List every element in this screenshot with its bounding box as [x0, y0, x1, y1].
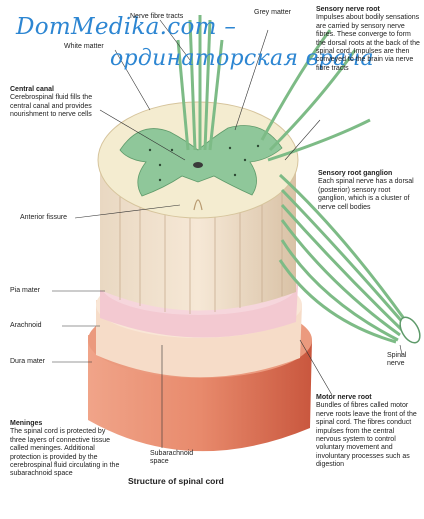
label-dura-mater: Dura mater — [10, 358, 46, 365]
label-central-canal: Central canal Cerebrospinal fluid fills … — [10, 86, 110, 120]
sensory-root-ganglion-text: Each spinal nerve has a dorsal (posterio… — [318, 178, 414, 211]
watermark-line-2: ординаторская врача — [110, 46, 374, 71]
label-white-matter: White matter — [64, 43, 104, 50]
watermark-line-1: DomMedika.com – — [16, 14, 237, 40]
leader-lines — [52, 19, 403, 448]
central-canal-title: Central canal — [10, 86, 54, 93]
nerve-fibre-tracts — [176, 15, 224, 151]
label-grey-matter: Grey matter — [254, 9, 291, 16]
spinal-nerve — [399, 316, 421, 344]
sensory-nerve-root-title: Sensory nerve root — [316, 6, 380, 13]
grey-matter-cells — [148, 144, 260, 182]
label-meninges: Meninges The spinal cord is protected by… — [10, 420, 120, 479]
motor-nerve-root-title: Motor nerve root — [316, 394, 372, 401]
meninges-text: The spinal cord is protected by three la… — [10, 428, 120, 478]
label-sensory-root-ganglion: Sensory root ganglion Each spinal nerve … — [318, 170, 418, 212]
label-subarachnoid-space: Subarachnoid space — [150, 450, 194, 466]
central-canal — [193, 162, 203, 168]
sensory-root-ganglion-title: Sensory root ganglion — [318, 170, 393, 177]
sensory-nerve-root-text: Impulses about bodily sensations are car… — [316, 14, 420, 72]
label-arachnoid: Arachnoid — [10, 322, 42, 329]
sensory-root-ganglion — [278, 173, 407, 344]
label-spinal-nerve: Spinal nerve — [387, 352, 407, 368]
central-canal-text: Cerebrospinal fluid fills the central ca… — [10, 94, 93, 119]
grey-matter — [119, 125, 283, 197]
label-pia-mater: Pia mater — [10, 287, 40, 294]
label-sensory-nerve-root: Sensory nerve root Impulses about bodily… — [316, 6, 420, 73]
figure-caption: Structure of spinal cord — [128, 476, 224, 486]
label-nerve-fibre-tracts: Nerve fibre tracts — [130, 13, 184, 20]
label-anterior-fissure: Anterior fissure — [20, 214, 68, 221]
motor-nerve-root-text: Bundles of fibres called motor nerve roo… — [316, 402, 417, 469]
sensory-nerve-root — [260, 29, 371, 162]
anterior-fissure — [193, 199, 203, 211]
label-motor-nerve-root: Motor nerve root Bundles of fibres calle… — [316, 394, 420, 470]
meninges-title: Meninges — [10, 420, 43, 427]
